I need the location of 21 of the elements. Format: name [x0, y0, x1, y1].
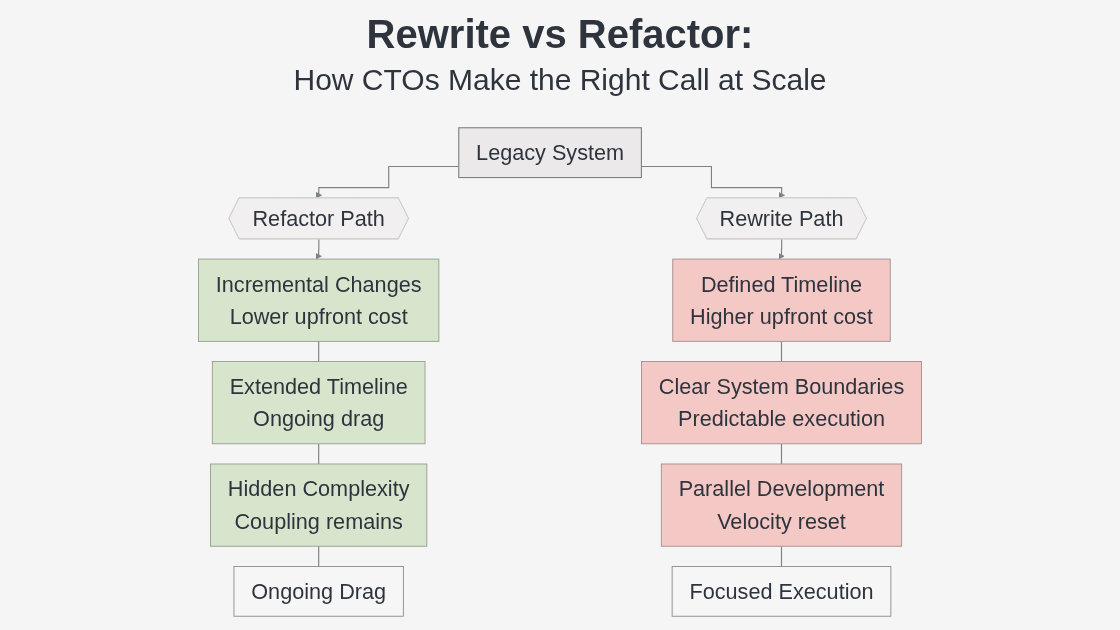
process-box: Clear System Boundaries Predictable execution: [641, 361, 922, 445]
process-box: Hidden Complexity Coupling remains: [210, 463, 428, 547]
subtitle-text: How CTOs Make the Right Call at Scale: [293, 62, 827, 98]
path-hexagon: Refactor Path: [228, 197, 409, 240]
connector-line: [318, 340, 320, 363]
connector-line: [780, 340, 783, 363]
process-box: Extended Timeline Ongoing drag: [211, 361, 426, 445]
arrow: [778, 238, 785, 260]
process-box: Parallel Development Velocity reset: [660, 463, 903, 547]
connector-line: [780, 545, 783, 567]
process-box: Legacy System: [458, 127, 642, 179]
connector-line: [780, 443, 783, 465]
connector-line: [318, 545, 320, 567]
arrow: [315, 238, 322, 260]
process-box: Ongoing Drag: [233, 566, 404, 617]
process-box: Focused Execution: [671, 566, 892, 617]
process-box: Defined Timeline Higher upfront cost: [672, 258, 891, 342]
path-hexagon: Rewrite Path: [696, 197, 867, 240]
diagram-title: Rewrite vs Refactor:: [366, 11, 754, 58]
process-box: Incremental Changes Lower upfront cost: [198, 258, 440, 342]
connector-line: [318, 443, 320, 465]
